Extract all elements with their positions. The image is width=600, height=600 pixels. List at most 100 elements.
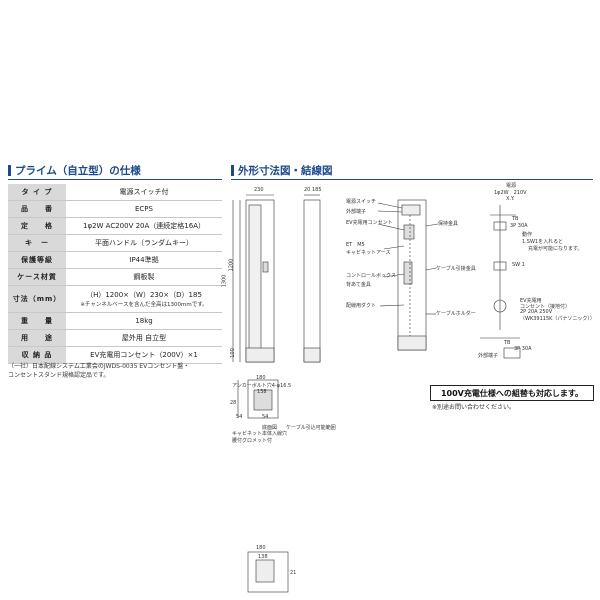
dim-width-label: 230	[254, 187, 264, 193]
inside-control-box	[403, 261, 413, 285]
row-value: IP44準拠	[66, 251, 222, 269]
row-label: 収 納 品	[8, 346, 66, 364]
side-view-body	[303, 199, 321, 363]
drawing-title-text: 外形寸法図・結線図	[238, 165, 333, 177]
row-label: 定 格	[8, 217, 66, 235]
row-value: EV充電用コンセント（200V）×1	[66, 346, 222, 364]
title-underline	[8, 179, 222, 180]
label-et-m5: ET M5	[346, 242, 365, 248]
leader-line	[377, 223, 405, 231]
label-external-terminal: 外部端子	[346, 209, 367, 215]
bottom-view-plate	[247, 379, 279, 419]
label-protective-fitting: 保持金具	[438, 221, 459, 227]
side-view-base	[303, 347, 321, 363]
wiring-action-1: 動作	[522, 232, 533, 238]
row-value: 18kg	[66, 312, 222, 330]
row-label: 用 途	[8, 329, 66, 347]
footnote-line-2: コンセントスタンド規格認定品です。	[8, 372, 110, 379]
leader-line	[377, 210, 403, 213]
wiring-outlet-1: EV充電用	[520, 298, 542, 304]
dim-bottom2-180: 180	[256, 545, 266, 551]
title-bar-mark	[8, 165, 11, 176]
wiring-breaker	[493, 221, 507, 231]
leader-line	[383, 245, 405, 250]
dim-bottom2-21: 21	[290, 570, 297, 576]
label-ev-outlet: EV充電用コンセント	[346, 220, 393, 226]
wiring-outlet-2: コンセント（接地付）	[520, 304, 571, 310]
spec-title-text: プライム（自立型）の仕様	[15, 165, 141, 177]
wiring-action-2: 1.SW1を入れると	[522, 239, 564, 245]
row-value: 鋼板製	[66, 268, 222, 286]
dim-height-label: 1200	[228, 258, 235, 272]
bottom-view-plate-2	[247, 551, 289, 593]
title-underline	[231, 179, 593, 180]
drawing-section-title: 外形寸法図・結線図	[231, 163, 333, 178]
leader-line	[377, 202, 403, 209]
bottom-view-cable-area	[255, 559, 275, 583]
row-label: タ イ プ	[8, 184, 66, 201]
dim-bottom-54a: 54	[236, 414, 243, 420]
label-power-switch: 電源スイッチ	[346, 199, 377, 205]
row-value: ECPS	[66, 200, 222, 218]
wiring-ext-label: 外部端子	[478, 353, 499, 359]
wiring-outlet-3: 2P 20A 250V	[520, 309, 553, 315]
wiring-breaker-label: 3P 30A	[510, 223, 528, 229]
wiring-outlet-4: （WK39115K（パナソニック））	[520, 316, 595, 322]
inside-outlet	[403, 224, 415, 240]
label-cable-hook: ケーブル引掛金具	[436, 266, 476, 272]
table-row: 用 途屋外用 自立型	[8, 329, 222, 347]
front-view-base	[245, 347, 275, 363]
label-grommet-1: キャビネット本体入線穴	[232, 431, 288, 437]
label-anchor: アンカーボルト穴4-φ16.5	[232, 383, 292, 389]
table-row: 寸法（mm）（H）1200×（W）230×（D）185※チャンネルベースを含んだ…	[8, 285, 222, 313]
label-wiring-duct: 配線用ダクト	[346, 303, 377, 309]
footnote-line-1: （一社）日本配線システム工業会のJWDS-0035 EVコンセント盤・	[8, 363, 190, 370]
dim-base-label: 100	[229, 348, 236, 358]
dim-total-label: 1300	[221, 274, 228, 288]
table-row: ケース材質鋼板製	[8, 268, 222, 286]
dimension-note: ※チャンネルベースを含んだ全高は1300mmです。	[80, 302, 208, 308]
table-row: タ イ プ電源スイッチ付	[8, 184, 222, 201]
dim-depth-label: 185	[312, 187, 322, 193]
dimension-value: （H）1200×（W）230×（D）185	[86, 291, 202, 299]
front-view-door	[248, 204, 262, 356]
row-label: 保護等級	[8, 251, 66, 269]
title-bar-mark	[231, 165, 234, 176]
inside-base	[397, 335, 427, 351]
wiring-outlet	[493, 299, 507, 313]
leader-line	[383, 273, 405, 278]
wiring-header-1: 電源	[506, 183, 517, 189]
label-cable-holder: ケーブルホルダー	[436, 311, 476, 317]
notice-text: 100V充電仕様への組替も対応します。	[440, 388, 584, 398]
wiring-sw1	[493, 261, 507, 271]
label-grommet-2: 腰付グロメット付	[232, 438, 273, 444]
wiring-tb2: TB	[504, 340, 511, 346]
spec-footnote: （一社）日本配線システム工業会のJWDS-0035 EVコンセント盤・ コンセン…	[8, 362, 223, 380]
wiring-header-3: X.Y.	[506, 196, 515, 202]
row-value: 屋外用 自立型	[66, 329, 222, 347]
dim-bottom2-138: 138	[258, 554, 268, 560]
wiring-action-3: 充電が可能になります。	[528, 246, 583, 252]
label-back-fitting: 背あて金具	[346, 282, 371, 288]
row-label: キ ー	[8, 234, 66, 252]
table-row: キ ー平面ハンドル（ランダムキー）	[8, 234, 222, 252]
dim-bottom-54b: 54	[262, 414, 269, 420]
row-label: 重 量	[8, 312, 66, 330]
dim-bottom-138: 138	[257, 389, 267, 395]
label-cabinet-earth: キャビネットアース	[346, 250, 391, 256]
leader-line	[379, 304, 405, 307]
label-cable-entry: ケーブル引込可能範囲	[286, 425, 336, 431]
row-value: 平面ハンドル（ランダムキー）	[66, 234, 222, 252]
dim-side-top-label: 20	[304, 187, 311, 193]
row-label: ケース材質	[8, 268, 66, 286]
spec-section-title: プライム（自立型）の仕様	[8, 163, 141, 178]
wiring-sw1-label: SW 1	[512, 262, 525, 268]
notice-sub: ※別途お問い合わせください。	[432, 404, 516, 411]
